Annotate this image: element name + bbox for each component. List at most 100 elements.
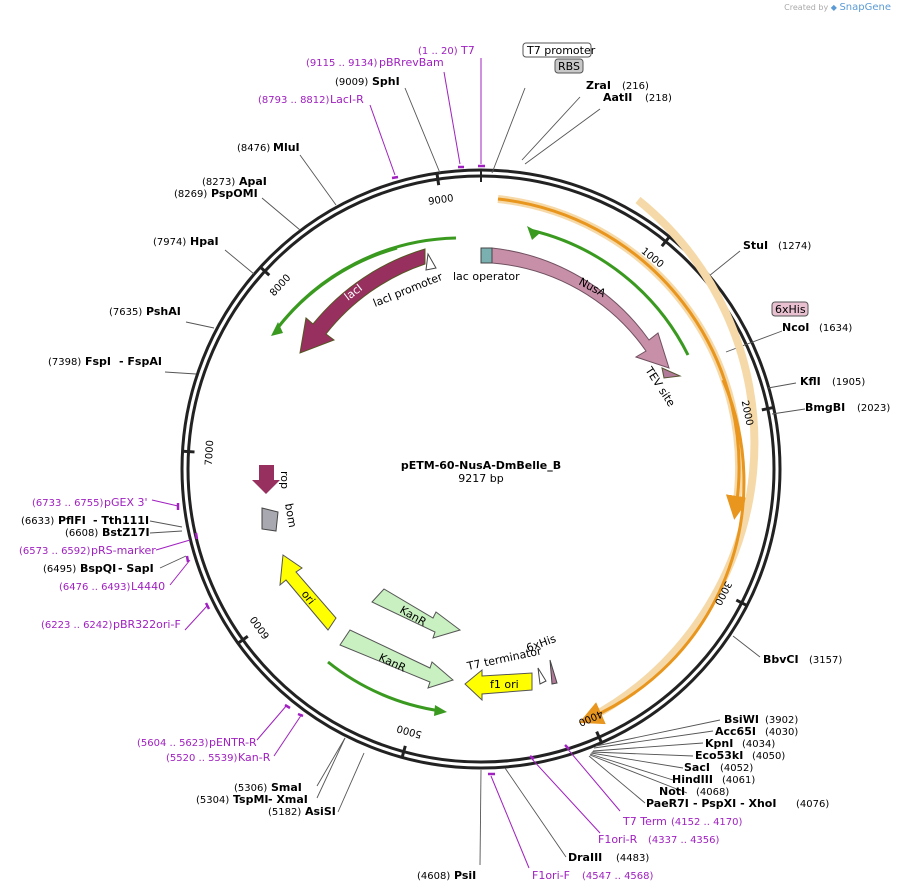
primer-pos: (1 .. 20) xyxy=(418,46,458,57)
enzyme-name[interactable]: ZraI xyxy=(586,79,611,92)
tick-label: 7000 xyxy=(204,440,216,466)
enzyme-name[interactable]: HindIII xyxy=(672,773,713,786)
primer-name[interactable]: Kan-R xyxy=(238,751,271,764)
enzyme-alt-name[interactable]: - PspXI - XhoI xyxy=(693,797,776,810)
enzyme-name[interactable]: HpaI xyxy=(190,235,219,248)
created-by-text: Created by xyxy=(784,3,829,12)
enzyme-name[interactable]: Eco53kI xyxy=(695,749,743,762)
tick-label: 2000 xyxy=(739,400,755,427)
enzyme-alt-name[interactable]: - SapI xyxy=(118,562,154,575)
enzyme-pos: (1634) xyxy=(819,323,852,334)
enzyme-name[interactable]: NotI xyxy=(659,785,685,798)
enzyme-name[interactable]: FspI xyxy=(85,355,111,368)
enzyme-name[interactable]: StuI xyxy=(743,239,768,252)
primer-pos: (9115 .. 9134) xyxy=(306,58,378,69)
green-arrowhead-bottom xyxy=(434,705,447,716)
enzyme-name[interactable]: TspMI xyxy=(233,793,269,806)
primer-name[interactable]: pBRrevBam xyxy=(379,56,444,69)
enzyme-name[interactable]: PshAI xyxy=(146,305,181,318)
tick-mark xyxy=(735,598,748,607)
primer-marks xyxy=(176,164,570,776)
enzyme-pos: (2023) xyxy=(857,403,890,414)
primer-name[interactable]: F1ori-R xyxy=(598,833,638,846)
enzyme-pos: (8269) xyxy=(174,189,207,200)
primer-pos: (4547 .. 4568) xyxy=(582,871,654,882)
enzyme-name[interactable]: SacI xyxy=(684,761,710,774)
primer-pos: (5520 .. 5539) xyxy=(166,753,238,764)
rop-label: rop xyxy=(278,471,291,489)
enzyme-name[interactable]: BspQI xyxy=(80,562,116,575)
primer-name[interactable]: pBR322ori-F xyxy=(113,618,181,631)
enzyme-pos: (4483) xyxy=(616,853,649,864)
enzyme-pos: (1905) xyxy=(832,377,865,388)
enzyme-name[interactable]: KflI xyxy=(800,375,821,388)
enzyme-name[interactable]: SphI xyxy=(372,75,400,88)
enzyme-name[interactable]: PsiI xyxy=(454,869,476,882)
enzyme-name[interactable]: PspOMI xyxy=(211,187,258,200)
enzyme-name[interactable]: NcoI xyxy=(782,321,809,334)
enzyme-pos: (4076) xyxy=(796,799,829,810)
enzyme-name[interactable]: BsiWI xyxy=(724,713,759,726)
primer-name[interactable]: pRS-marker xyxy=(91,544,156,557)
primer-name[interactable]: pENTR-R xyxy=(209,736,257,749)
enzyme-pos: (6608) xyxy=(65,528,98,539)
tev-site-label: TEV site xyxy=(642,364,678,409)
enzyme-alt-name[interactable]: - Tth111I xyxy=(93,514,149,527)
enzyme-pos: (7635) xyxy=(109,307,142,318)
enzyme-name[interactable]: ApaI xyxy=(239,175,267,188)
branding: Created by ◆ SnapGene xyxy=(784,2,891,13)
enzyme-pos: (218) xyxy=(645,93,672,104)
lac-operator-box xyxy=(480,247,493,264)
primer-name[interactable]: pGEX 3' xyxy=(104,496,148,509)
enzyme-name[interactable]: BmgBI xyxy=(805,401,845,414)
enzyme-pos: (4030) xyxy=(765,727,798,738)
snapgene-logo-icon: ◆ xyxy=(830,3,837,12)
enzyme-name[interactable]: AsiSI xyxy=(305,805,336,818)
tick-label: 6000 xyxy=(248,614,272,641)
kanr-arrow-2 xyxy=(339,629,455,689)
tick-mark xyxy=(259,266,271,277)
tev-site-mark xyxy=(661,367,682,379)
enzyme-name[interactable]: MluI xyxy=(273,141,300,154)
enzyme-name[interactable]: DraIII xyxy=(568,851,602,864)
bom-box xyxy=(261,507,279,532)
enzyme-pos: (8273) xyxy=(202,177,235,188)
bom-label: bom xyxy=(282,502,299,528)
primer-pos: (4337 .. 4356) xyxy=(648,835,720,846)
enzyme-labels-right: ZraI (216) AatII (218) StuI (1274) NcoI … xyxy=(568,79,890,864)
orange-feature-right-line xyxy=(579,379,746,725)
primer-name[interactable]: F1ori-F xyxy=(532,869,570,882)
enzyme-pos: (7398) xyxy=(48,357,81,368)
enzyme-pos: (6633) xyxy=(21,516,54,527)
tick-label: 4000 xyxy=(577,707,605,727)
enzyme-name[interactable]: PflFI xyxy=(58,514,86,527)
lac-operator-label: lac operator xyxy=(453,270,520,283)
enzyme-name[interactable]: Acc65I xyxy=(715,725,756,738)
enzyme-pos: (216) xyxy=(622,81,649,92)
primer-name[interactable]: L4440 xyxy=(131,580,165,593)
primer-name[interactable]: LacI-R xyxy=(330,93,364,106)
enzyme-pos: (4034) xyxy=(742,739,775,750)
enzyme-name[interactable]: KpnI xyxy=(705,737,733,750)
tick-mark xyxy=(400,745,407,758)
enzyme-name[interactable]: BbvCI xyxy=(763,653,799,666)
enzyme-name[interactable]: BstZ17I xyxy=(102,526,150,539)
enzyme-alt-name[interactable]: - XmaI xyxy=(268,793,308,806)
primer-name[interactable]: T7 xyxy=(460,44,475,57)
primer-name[interactable]: T7 Term xyxy=(622,815,667,828)
tick-mark xyxy=(435,173,441,186)
enzyme-name[interactable]: PaeR7I xyxy=(646,797,689,810)
plasmid-length: 9217 bp xyxy=(458,472,503,485)
enzyme-pos: (4068) xyxy=(696,787,729,798)
enzyme-alt-name[interactable]: - FspAI xyxy=(119,355,162,368)
enzyme-name[interactable]: AatII xyxy=(603,91,632,104)
primer-pos: (8793 .. 8812) xyxy=(258,95,330,106)
ori-arrow xyxy=(279,554,337,631)
enzyme-name[interactable]: SmaI xyxy=(271,781,302,794)
his-tag-box xyxy=(771,301,809,317)
enzyme-pos: (3157) xyxy=(809,655,842,666)
enzyme-pos: (7974) xyxy=(153,237,186,248)
green-feature-bottom xyxy=(327,660,442,713)
primer-pos: (4152 .. 4170) xyxy=(671,817,743,828)
